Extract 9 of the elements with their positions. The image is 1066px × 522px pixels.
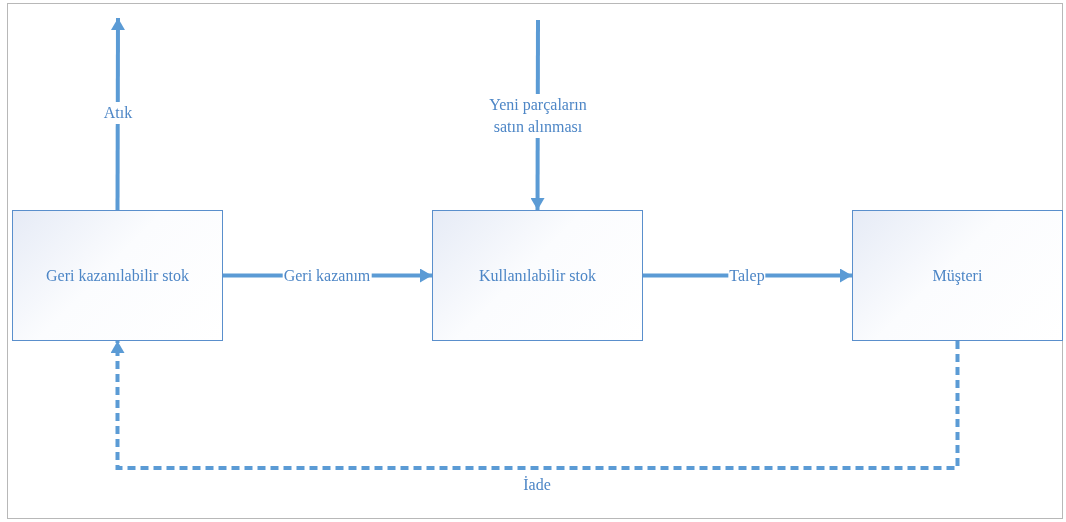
edge-label: Atık — [102, 102, 134, 124]
box-label: Geri kazanılabilir stok — [45, 266, 190, 285]
box-label: Müşteri — [932, 266, 983, 285]
process-box — [12, 210, 223, 341]
box-label: Kullanılabilir stok — [479, 266, 596, 285]
process-box — [432, 210, 643, 341]
arrow — [110, 18, 125, 210]
dashed-arrow — [110, 341, 960, 470]
process-box — [852, 210, 1063, 341]
